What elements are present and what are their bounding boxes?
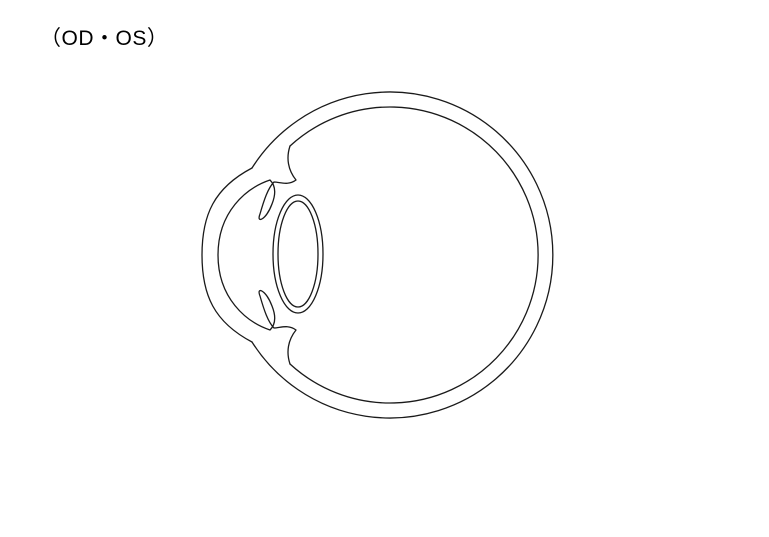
cornea-outer-curve (201, 167, 253, 343)
cornea-inner-iris-outline (217, 145, 297, 365)
sclera-outer-outline (251, 91, 554, 419)
lens-capsule-outer (272, 194, 324, 314)
sclera-inner-wall (289, 106, 539, 404)
eye-side-label: （OD・OS） (40, 27, 169, 50)
lens-inner (277, 200, 319, 308)
